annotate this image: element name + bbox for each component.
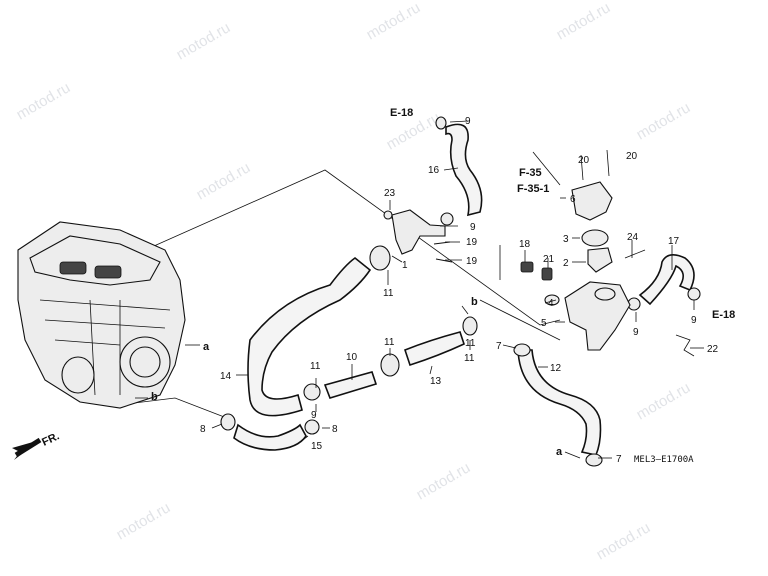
callout-9: 9 bbox=[311, 410, 317, 421]
callout-2: 2 bbox=[563, 258, 569, 269]
thermostat-housing-5 bbox=[564, 281, 631, 351]
pipe-10 bbox=[323, 371, 378, 399]
o-ring-4 bbox=[544, 294, 560, 306]
callout-13: 13 bbox=[430, 376, 442, 387]
callout-19: 19 bbox=[466, 237, 478, 248]
callout-11: 11 bbox=[465, 338, 476, 349]
callout-9: 9 bbox=[465, 116, 471, 127]
callout-11: 11 bbox=[310, 361, 321, 372]
callout-labels: E-18 E-18 F-35 F-35-1 9 16 23 9 19 19 1 … bbox=[151, 107, 735, 465]
ref-e18-right: E-18 bbox=[712, 309, 735, 321]
thermostat-2 bbox=[587, 247, 613, 273]
water-pipe-1 bbox=[391, 209, 446, 255]
callout-6: 6 bbox=[570, 194, 576, 205]
watermark-text: motod.ru bbox=[634, 379, 694, 423]
label-a: a bbox=[556, 446, 563, 458]
callout-15: 15 bbox=[311, 441, 323, 452]
watermark-text: motod.ru bbox=[594, 519, 654, 563]
callout-20: 20 bbox=[626, 151, 638, 162]
callout-7: 7 bbox=[496, 341, 502, 352]
callout-5: 5 bbox=[541, 318, 547, 329]
callout-23: 23 bbox=[384, 188, 396, 199]
hose-16 bbox=[445, 123, 483, 217]
watermark-text: motod.ru bbox=[634, 99, 694, 143]
front-direction-arrow: FR. bbox=[12, 430, 61, 460]
hose-13 bbox=[404, 331, 465, 367]
watermark-text: motod.ru bbox=[414, 459, 474, 503]
watermark-text: motod.ru bbox=[364, 0, 424, 43]
callout-12: 12 bbox=[550, 363, 562, 374]
ref-f35-1: F-35-1 bbox=[517, 183, 549, 195]
label-a: a bbox=[203, 341, 210, 353]
watermark-text: motod.ru bbox=[14, 79, 74, 123]
callout-4: 4 bbox=[548, 298, 554, 309]
callout-24: 24 bbox=[627, 232, 639, 243]
fittings bbox=[220, 116, 701, 467]
sensor-21 bbox=[541, 267, 553, 281]
front-direction-label: FR. bbox=[40, 430, 61, 448]
callout-22: 22 bbox=[707, 344, 719, 355]
callout-7: 7 bbox=[616, 454, 622, 465]
callout-19: 19 bbox=[466, 256, 478, 267]
watermark-text: motod.ru bbox=[174, 19, 234, 63]
callout-8: 8 bbox=[332, 424, 338, 435]
callout-8: 8 bbox=[200, 424, 206, 435]
callout-14: 14 bbox=[220, 371, 232, 382]
ref-e18-top: E-18 bbox=[390, 107, 413, 119]
sensor-18 bbox=[520, 261, 534, 273]
o-ring-3 bbox=[581, 229, 609, 247]
callout-9: 9 bbox=[691, 315, 697, 326]
callout-21: 21 bbox=[543, 254, 555, 265]
callout-3: 3 bbox=[563, 234, 569, 245]
hose-14 bbox=[247, 257, 372, 417]
callout-9: 9 bbox=[470, 222, 476, 233]
hose-17 bbox=[638, 254, 695, 306]
ref-f35: F-35 bbox=[519, 167, 542, 179]
watermark-text: motod.ru bbox=[194, 159, 254, 203]
callout-9: 9 bbox=[633, 327, 639, 338]
callout-17: 17 bbox=[668, 236, 680, 247]
callout-1: 1 bbox=[402, 260, 408, 271]
watermark-text: motod.ru bbox=[114, 499, 174, 543]
label-b: b bbox=[471, 296, 478, 308]
leader-lines bbox=[135, 120, 704, 459]
hose-15 bbox=[233, 423, 307, 451]
engine-block bbox=[17, 221, 186, 409]
watermark-text: motod.ru bbox=[554, 0, 614, 43]
callout-16: 16 bbox=[428, 165, 440, 176]
callout-10: 10 bbox=[346, 352, 358, 363]
callout-20: 20 bbox=[578, 155, 590, 166]
callout-11: 11 bbox=[384, 337, 395, 348]
hoses bbox=[233, 123, 695, 456]
label-b: b bbox=[151, 391, 158, 403]
thermostat-cover-6 bbox=[571, 181, 613, 221]
diagram-code: MEL3—E1700A bbox=[634, 455, 694, 465]
clamp-11a bbox=[369, 245, 391, 271]
callout-18: 18 bbox=[519, 239, 531, 250]
callout-11: 11 bbox=[464, 353, 475, 364]
callout-11: 11 bbox=[383, 288, 394, 299]
